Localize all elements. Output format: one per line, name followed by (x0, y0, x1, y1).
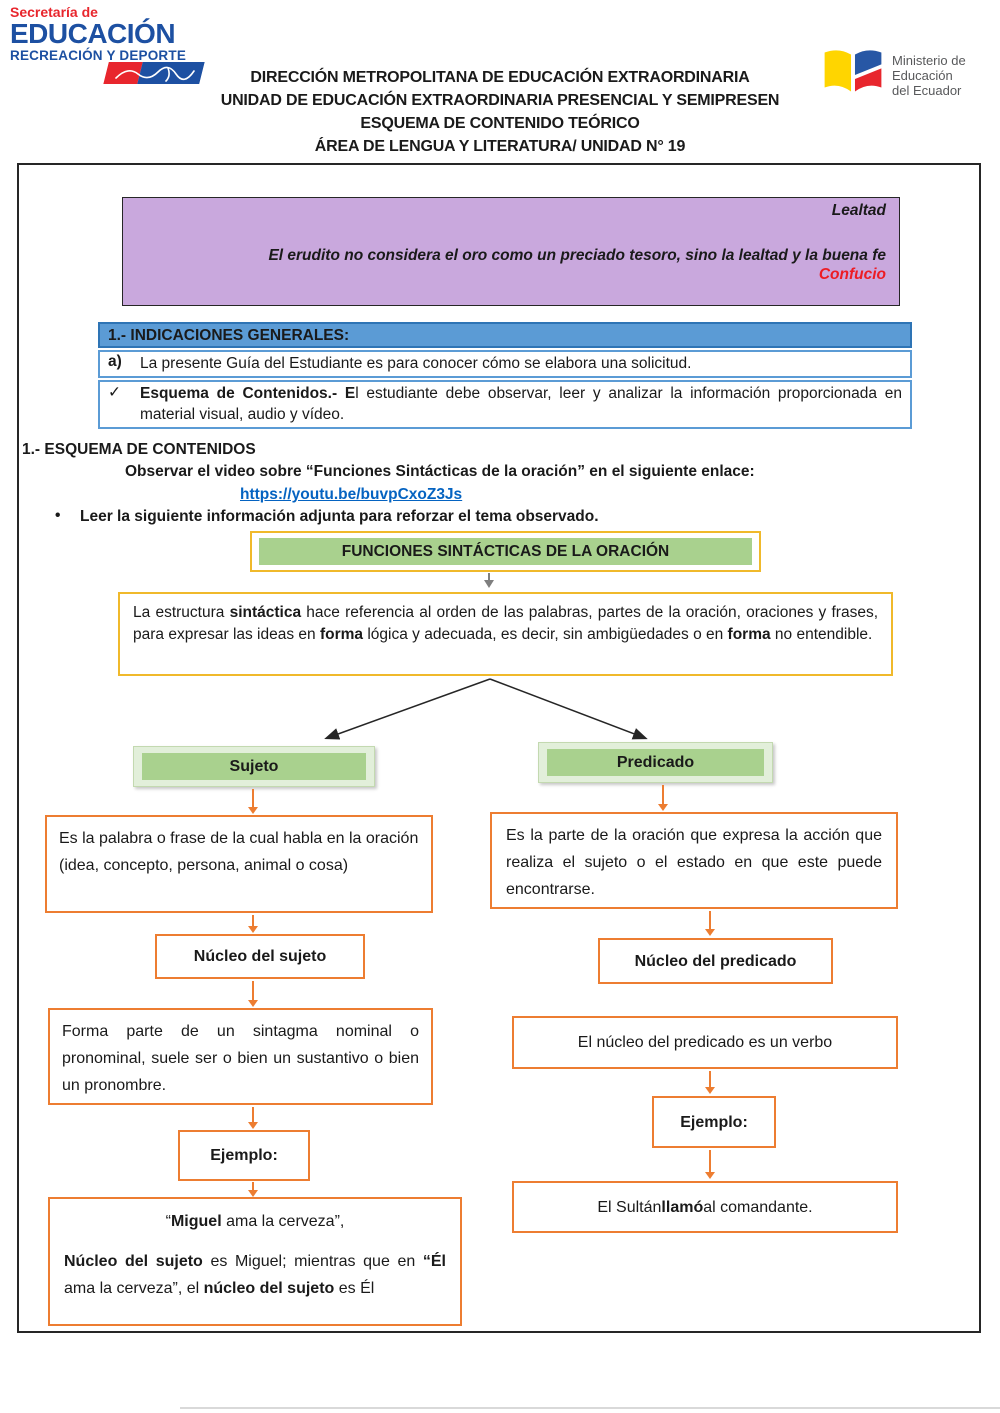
arrow-down-icon (704, 1150, 716, 1179)
content-frame (17, 163, 981, 1333)
diagram-intro-box: La estructura sintáctica hace referencia… (118, 592, 893, 676)
secretaria-logo-line2: EDUCACIÓN (10, 18, 176, 49)
predicado-box: Predicado (538, 742, 773, 783)
nucleo-predicado-box: Núcleo del predicado (598, 938, 833, 984)
sujeto-label: Sujeto (142, 753, 366, 780)
nucleo-sujeto-box: Núcleo del sujeto (155, 934, 365, 979)
quote-text: El erudito no considera el oro como un p… (268, 247, 886, 264)
header-line-3: ESQUEMA DE CONTENIDO TEÓRICO (360, 115, 640, 132)
sujeto-example-paragraph: Núcleo del sujeto es Miguel; mientras qu… (64, 1253, 446, 1297)
secretaria-logo-line1: Secretaría de (10, 4, 98, 20)
section-title: 1.- ESQUEMA DE CONTENIDOS (22, 441, 256, 458)
row-b-text: Esquema de Contenidos.- El estudiante de… (140, 385, 902, 423)
sujeto-example-line1: “Miguel ama la cerveza”, (165, 1213, 345, 1230)
bullet-icon: • (55, 507, 61, 524)
predicado-example-box: El Sultán llamó al comandante. (512, 1181, 898, 1233)
indication-row-a: a) La presente Guía del Estudiante es pa… (98, 350, 912, 378)
signature-squiggle-icon (115, 66, 195, 82)
video-link[interactable]: https://youtu.be/buvpCxoZ3Js (240, 486, 463, 503)
header-line-2: UNIDAD DE EDUCACIÓN EXTRAORDINARIA PRESE… (220, 92, 780, 109)
verb-note-box: El núcleo del predicado es un verbo (512, 1016, 898, 1069)
arrow-down-icon (704, 911, 716, 936)
checkmark-icon: ✓ (108, 384, 121, 401)
predicado-ejemplo-box: Ejemplo: (652, 1096, 776, 1148)
secretaria-educacion-logo: Secretaría de EDUCACIÓN RECREACIÓN Y DEP… (10, 4, 210, 88)
indications-table: 1.- INDICACIONES GENERALES: a) La presen… (98, 322, 912, 429)
sujeto-desc-box: Es la palabra o frase de la cual habla e… (45, 815, 433, 913)
arrow-down-icon (247, 1107, 259, 1129)
branch-arrows-icon (324, 678, 648, 740)
sujeto-example-box: “Miguel ama la cerveza”, Núcleo del suje… (48, 1197, 462, 1326)
header-line-1: DIRECCIÓN METROPOLITANA DE EDUCACIÓN EXT… (250, 69, 750, 86)
secretaria-logo-line3: RECREACIÓN Y DEPORTE (10, 48, 187, 63)
ministerio-educacion-logo: Ministerio de Educación del Ecuador (818, 36, 994, 122)
predicado-desc-box: Es la parte de la oración que expresa la… (490, 812, 898, 909)
nucleo-sujeto-desc-box: Forma parte de un sintagma nominal o pro… (48, 1008, 433, 1105)
arrow-down-icon (247, 1182, 259, 1197)
ministerio-logo-text: Ministerio de Educación del Ecuador (892, 53, 966, 98)
sujeto-ejemplo-box: Ejemplo: (178, 1130, 310, 1181)
quote-title: Lealtad (831, 202, 886, 219)
row-a-marker: a) (108, 353, 122, 370)
document-header: DIRECCIÓN METROPOLITANA DE EDUCACIÓN EXT… (30, 66, 970, 158)
arrow-down-icon (247, 915, 259, 933)
bullet-text: Leer la siguiente información adjunta pa… (80, 508, 599, 525)
cropped-next-element-edge (180, 1407, 1000, 1409)
observe-video-line: Observar el video sobre “Funciones Sintá… (125, 463, 755, 480)
arrow-down-icon (483, 573, 495, 588)
header-line-4: ÁREA DE LENGUA Y LITERATURA/ UNIDAD N° 1… (314, 138, 686, 155)
indication-row-b: ✓ Esquema de Contenidos.- El estudiante … (98, 380, 912, 429)
ministerio-book-icon (824, 50, 882, 92)
predicado-label: Predicado (547, 749, 764, 776)
row-a-text: La presente Guía del Estudiante es para … (140, 355, 692, 372)
sujeto-box: Sujeto (133, 746, 375, 787)
diagram-title: FUNCIONES SINTÁCTICAS DE LA ORACIÓN (259, 538, 752, 565)
quote-author: Confucio (818, 266, 886, 283)
quote-box: Lealtad El erudito no considera el oro c… (122, 197, 900, 306)
arrow-down-icon (247, 789, 259, 814)
arrow-down-icon (247, 981, 259, 1007)
diagram-title-box: FUNCIONES SINTÁCTICAS DE LA ORACIÓN (250, 531, 761, 572)
indications-header: 1.- INDICACIONES GENERALES: (98, 322, 912, 348)
arrow-down-icon (704, 1071, 716, 1094)
arrow-down-icon (657, 785, 669, 811)
